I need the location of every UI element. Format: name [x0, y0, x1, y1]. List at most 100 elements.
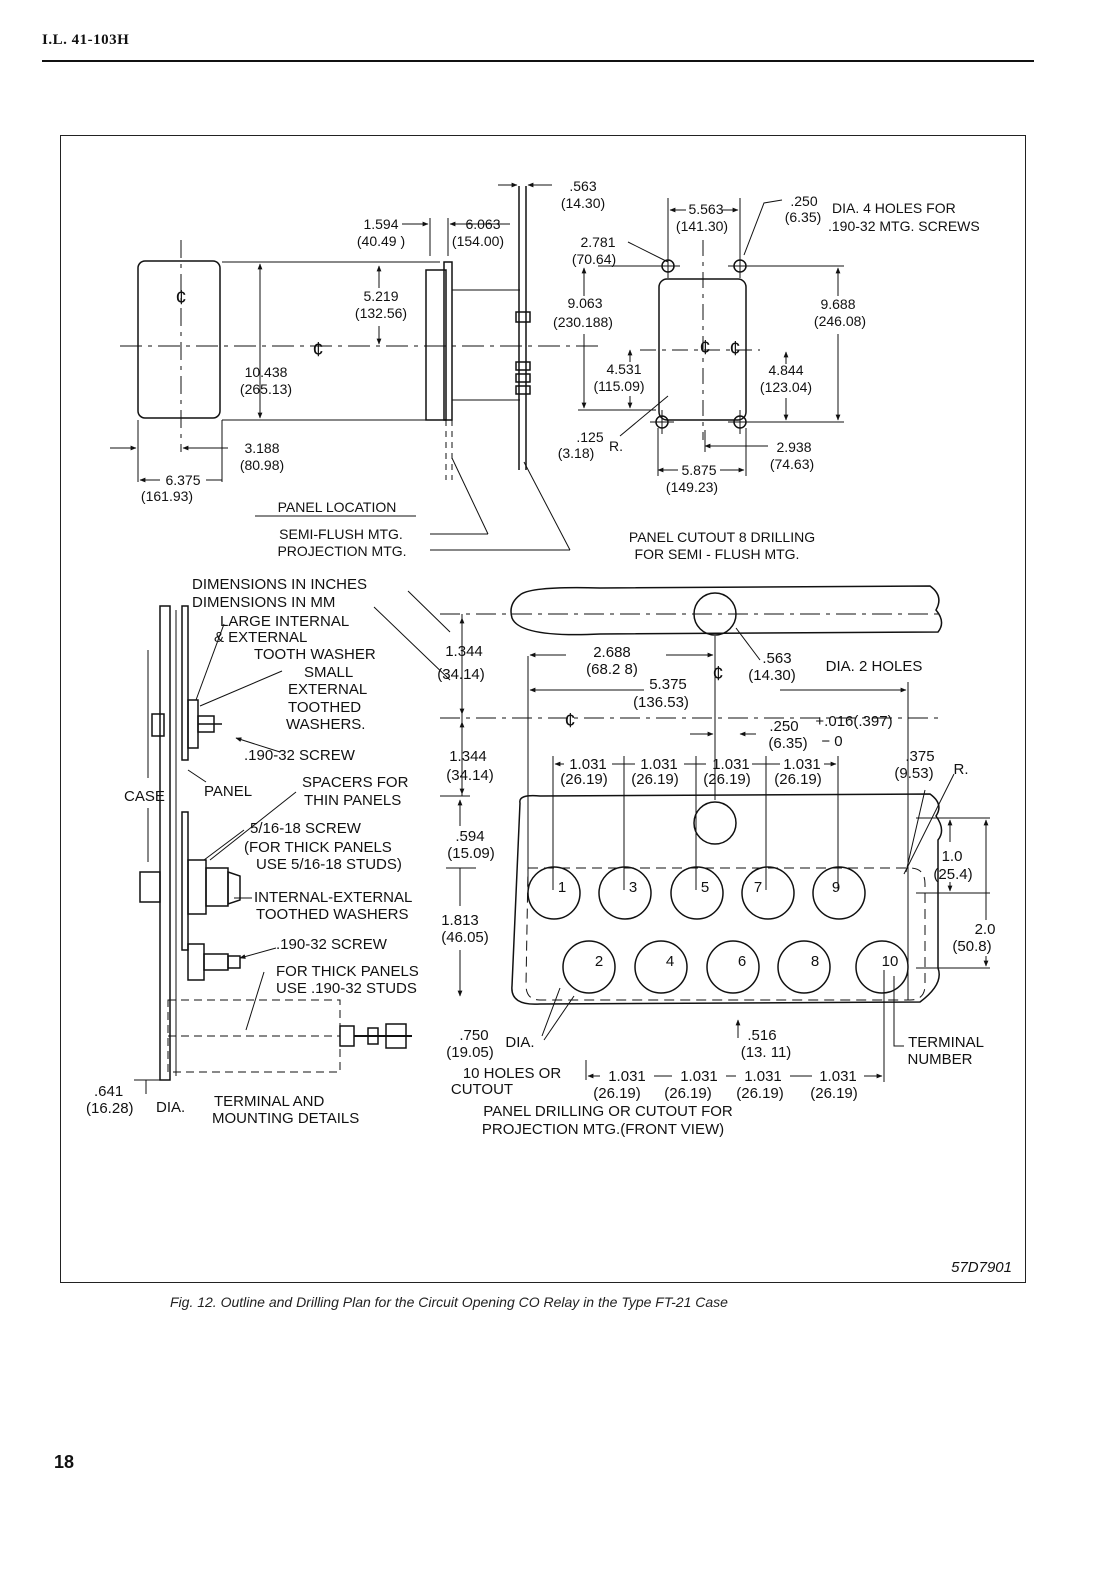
side-view-labels: ¢ ¢ 1.594 (40.49 ) 6.063 (154.00) .563 (… [141, 178, 605, 559]
dim-1031-mm: (26.19) [631, 771, 679, 788]
dim-5219-mm: (132.56) [355, 305, 407, 321]
dim-1031-mm: (26.19) [736, 1085, 784, 1102]
dia-label: DIA. [156, 1099, 185, 1116]
centerline-symbol: ¢ [564, 710, 575, 732]
dim-250-b-mm: (6.35) [768, 735, 807, 752]
terminal-holes [527, 866, 909, 994]
dia-label-b: DIA. [505, 1034, 534, 1051]
dim-563-b: .563 [762, 650, 791, 667]
dim-641: .641 [94, 1083, 123, 1100]
terminal-number: 5 [701, 879, 709, 896]
dim-250-tolerance: +.016(.397) [815, 713, 892, 730]
dim-375-mm: (9.53) [894, 765, 933, 782]
dim-10438-mm: (265.13) [240, 381, 292, 397]
dia-2-holes-label: DIA. 2 HOLES [826, 658, 923, 675]
holes-note-2: .190-32 MTG. SCREWS [828, 218, 980, 234]
screw-516-label-3: USE 5/16-18 STUDS) [256, 856, 402, 873]
dim-5563-mm: (141.30) [676, 218, 728, 234]
dim-2938: 2.938 [776, 439, 811, 455]
terminal-number: 9 [832, 879, 840, 896]
semi-flush-cutout [578, 198, 844, 476]
terminal-number: 7 [754, 879, 762, 896]
dim-1031: 1.031 [680, 1068, 718, 1085]
dims-mm-label: DIMENSIONS IN MM [192, 594, 335, 611]
screw-label-1: .190-32 SCREW [244, 747, 356, 764]
header-rule [42, 60, 1034, 62]
terminal-number-label-2: NUMBER [907, 1051, 972, 1068]
dim-4844: 4.844 [768, 362, 803, 378]
dim-750-mm: (19.05) [446, 1044, 494, 1061]
stud-hole-bottom [693, 801, 737, 845]
dim-1031: 1.031 [608, 1068, 646, 1085]
centerline-symbol: ¢ [175, 287, 186, 309]
dim-5875-mm: (149.23) [666, 479, 718, 495]
dim-6375: 6.375 [165, 472, 200, 488]
projection-label: PROJECTION MTG. [277, 543, 406, 559]
dim-4844-mm: (123.04) [760, 379, 812, 395]
terminal-number: 2 [595, 953, 603, 970]
terminal-hole-4 [634, 940, 688, 994]
dim-516: .516 [747, 1027, 776, 1044]
dim-1813-mm: (46.05) [441, 929, 489, 946]
dim-1031-mm: (26.19) [703, 771, 751, 788]
dim-10438: 10.438 [245, 364, 288, 380]
small-washer-4: WASHERS. [286, 716, 365, 733]
terminal-hole-10 [855, 940, 909, 994]
int-ext-label-1: INTERNAL-EXTERNAL [254, 889, 412, 906]
semi-flush-title-2: FOR SEMI - FLUSH MTG. [635, 546, 800, 562]
figure-caption: Fig. 12. Outline and Drilling Plan for t… [170, 1294, 728, 1310]
dim-594-mm: (15.09) [447, 845, 495, 862]
dim-1031-mm: (26.19) [560, 771, 608, 788]
spacers-label-1: SPACERS FOR [302, 774, 409, 791]
drawing-number: 57D7901 [951, 1259, 1012, 1276]
thick-panel-label-2: USE .190-32 STUDS [276, 980, 417, 997]
centerline-symbol: ¢ [712, 663, 723, 685]
dim-1813: 1.813 [441, 912, 479, 929]
dim-1031: 1.031 [783, 756, 821, 773]
screw-label-2: .190-32 SCREW [276, 936, 388, 953]
document-id: I.L. 41-103H [42, 32, 130, 48]
panel-strip-bottom [511, 793, 943, 1005]
dim-125: .125 [576, 429, 603, 445]
dim-250-minus: − 0 [821, 733, 842, 750]
dim-1594-mm: (40.49 ) [357, 233, 405, 249]
dim-3188-mm: (80.98) [240, 457, 284, 473]
centerline-symbol: ¢ [729, 338, 740, 360]
dim-5375-mm: (136.53) [633, 694, 689, 711]
terminal-number: 4 [666, 953, 674, 970]
washer-label-1: LARGE INTERNAL [220, 613, 349, 630]
dim-250: .250 [790, 193, 817, 209]
terminal-labels: DIMENSIONS IN INCHES DIMENSIONS IN MM LA… [86, 576, 419, 1127]
small-washer-1: SMALL [304, 664, 353, 681]
holes-note-1: DIA. 4 HOLES FOR [832, 200, 956, 216]
terminal-hole-8 [777, 940, 831, 994]
terminal-hole-2 [562, 940, 616, 994]
projection-title-1: PANEL DRILLING OR CUTOUT FOR [483, 1103, 733, 1120]
terminal-hole-1 [527, 866, 581, 920]
int-ext-label-2: TOOTHED WASHERS [256, 906, 409, 923]
radius-label-b: R. [954, 761, 969, 778]
panel-strip-top [510, 585, 943, 636]
dim-563-b-mm: (14.30) [748, 667, 796, 684]
dim-1031: 1.031 [744, 1068, 782, 1085]
dim-5219: 5.219 [363, 288, 398, 304]
dim-641-mm: (16.28) [86, 1100, 134, 1117]
terminal-hole-9 [812, 866, 866, 920]
dim-1-0: 1.0 [942, 848, 963, 865]
figure-frame [60, 135, 1026, 1283]
dim-1031-mm: (26.19) [774, 771, 822, 788]
dim-2-0-mm: (50.8) [952, 938, 991, 955]
dim-1031-mm: (26.19) [593, 1085, 641, 1102]
dim-5875: 5.875 [681, 462, 716, 478]
panel-location-label: PANEL LOCATION [278, 499, 397, 515]
dim-1344-b-mm: (34.14) [446, 767, 494, 784]
dim-9688-mm: (246.08) [814, 313, 866, 329]
holes-label-2: CUTOUT [451, 1081, 513, 1098]
dim-1031-mm: (26.19) [810, 1085, 858, 1102]
dim-1344-a-mm: (34.14) [437, 666, 485, 683]
dim-1031-mm: (26.19) [664, 1085, 712, 1102]
dim-250-b: .250 [769, 718, 798, 735]
dim-375: .375 [905, 748, 934, 765]
semi-flush-title-1: PANEL CUTOUT 8 DRILLING [629, 529, 815, 545]
dim-516-mm: (13. 11) [741, 1044, 792, 1061]
